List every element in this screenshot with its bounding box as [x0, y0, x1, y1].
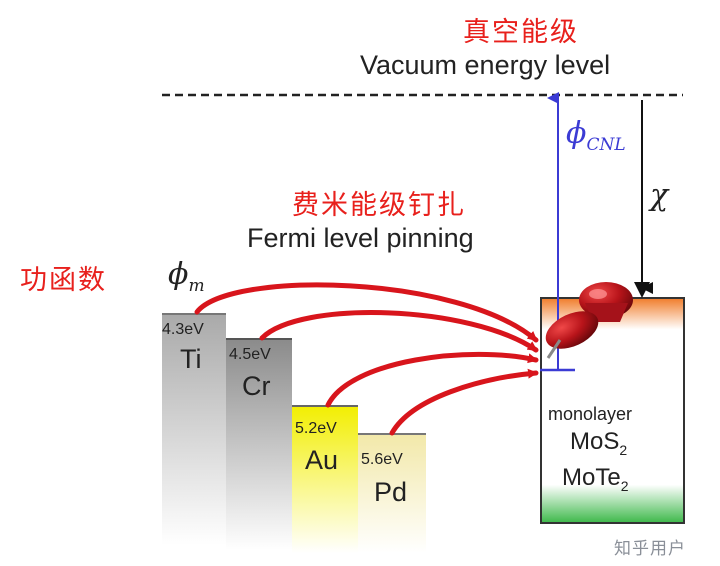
- metal-name-au: Au: [305, 445, 339, 475]
- vacuum-level-title-cn: 真空能级: [463, 17, 579, 48]
- metal-bar-ti: [162, 313, 226, 545]
- metal-bar-cr: [226, 338, 292, 550]
- metal-bar-au: [292, 405, 358, 553]
- chi-symbol: χ: [650, 178, 669, 213]
- semiconductor-label-mos2: MoS2: [570, 428, 628, 458]
- push-pin-icon: [545, 282, 633, 359]
- semiconductor-label-monolayer: monolayer: [548, 404, 633, 424]
- phi-m-symbol: ϕm: [168, 257, 205, 296]
- work-function-label-cn: 功函数: [20, 265, 107, 296]
- metal-value-ti: 4.3eV: [162, 321, 204, 338]
- vacuum-level-title-en: Vacuum energy level: [360, 50, 611, 80]
- fermi-pinning-title-en: Fermi level pinning: [247, 223, 474, 253]
- metal-value-au: 5.2eV: [295, 420, 337, 437]
- semiconductor-label-mote2: MoTe2: [562, 464, 629, 494]
- watermark: 知乎用户: [614, 539, 686, 559]
- metal-value-pd: 5.6eV: [361, 451, 403, 468]
- fermi-pinning-title-cn: 费米能级钉扎: [292, 190, 466, 221]
- phi-cnl-symbol: ϕCNL: [566, 116, 626, 155]
- metal-name-ti: Ti: [180, 344, 202, 374]
- metal-value-cr: 4.5eV: [229, 346, 271, 363]
- metal-name-pd: Pd: [374, 477, 408, 507]
- pinning-arrows: [194, 282, 539, 436]
- metal-bar-pd: [358, 433, 426, 553]
- metal-name-cr: Cr: [242, 371, 271, 401]
